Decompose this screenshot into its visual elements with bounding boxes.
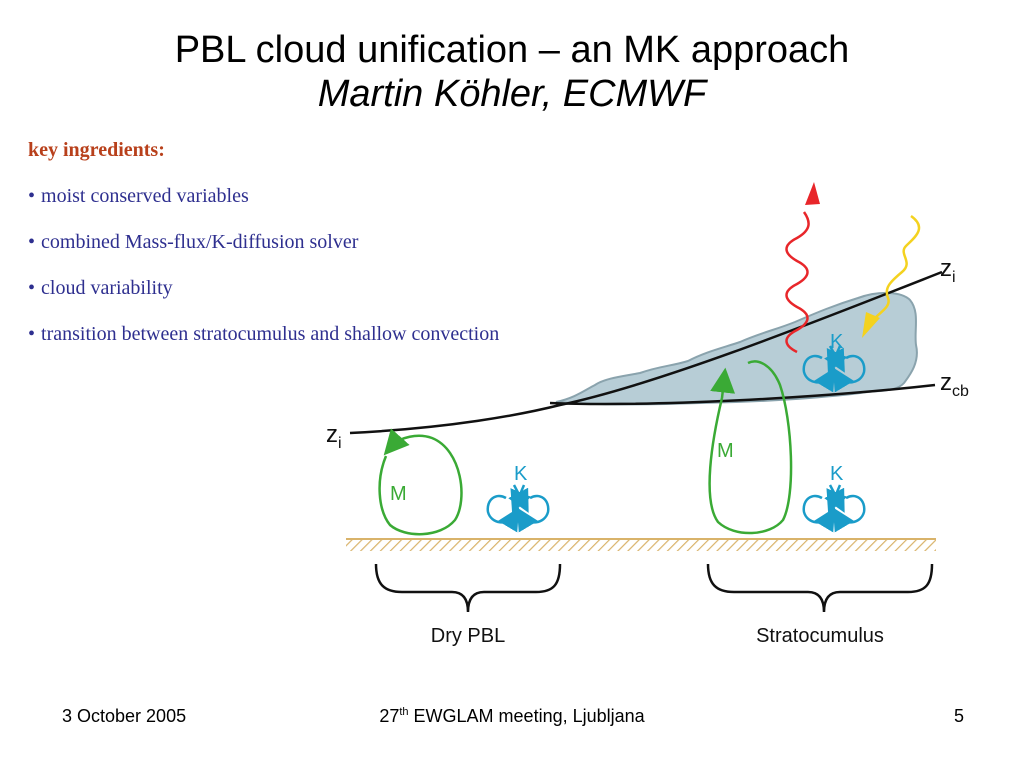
meeting-text: EWGLAM meeting, Ljubljana (408, 706, 645, 726)
k-arrow-right-sc-lower (826, 484, 848, 514)
bullet-item: •moist conserved variables (28, 182, 668, 210)
bullet-item: •transition between stratocumulus and sh… (28, 320, 668, 348)
inversion-line (349, 270, 943, 435)
ground-surface (346, 539, 936, 551)
longwave-arrow-head (805, 182, 820, 205)
zi-left-label: zi (326, 421, 342, 452)
shortwave-arrow-head (862, 312, 880, 338)
stratocumulus-brace (706, 563, 934, 613)
k-eddy-right-sc-lower (832, 494, 866, 533)
k-eddy-left-dry (486, 494, 520, 533)
k-arrow-right-sc-cloud (826, 345, 848, 374)
bullet-text: cloud variability (41, 277, 173, 299)
shortwave-radiation-wave (870, 214, 921, 323)
bullet-item: •combined Mass-flux/K-diffusion solver (28, 228, 668, 256)
meeting-ordinal: 27 (379, 706, 400, 726)
k-arrow-right-dry (510, 484, 532, 514)
meeting-ordinal-suffix: th (399, 706, 409, 718)
k-eddy-left-sc-cloud (802, 354, 836, 393)
stratocumulus-cloud (555, 292, 918, 406)
zi-right-label: zi (940, 255, 956, 286)
cloud-base-line (549, 383, 936, 406)
bullet-text: transition between stratocumulus and sha… (41, 323, 500, 345)
bullet-dot: • (28, 277, 36, 299)
mass-flux-arrow-sc (710, 367, 736, 399)
mass-flux-loop-dry (378, 428, 463, 536)
mass-flux-loop-sc (708, 360, 793, 535)
bullet-text: combined Mass-flux/K-diffusion solver (41, 231, 359, 253)
bullet-dot: • (28, 185, 36, 207)
bullet-dot: • (28, 231, 36, 253)
footer-meeting: 27th EWGLAM meeting, Ljubljana (0, 706, 1024, 727)
dry-pbl-brace (374, 563, 562, 613)
slide-subtitle: Martin Köhler, ECMWF (317, 73, 707, 115)
zcb-label: zcb (940, 369, 969, 400)
bullet-text: moist conserved variables (41, 185, 249, 207)
stratocumulus-label: Stratocumulus (756, 625, 884, 647)
page-number: 5 (953, 706, 964, 726)
dry-pbl-label: Dry PBL (431, 625, 505, 647)
key-ingredients-section: key ingredients: •moist conserved variab… (28, 136, 668, 366)
mass-flux-label-sc: M (717, 440, 734, 462)
bullet-dot: • (28, 323, 36, 345)
k-label-sc-cloud: K (830, 331, 844, 353)
bullet-item: •cloud variability (28, 274, 668, 302)
footer-date: 3 October 2005 (62, 706, 187, 726)
k-eddy-left-sc-lower (802, 494, 836, 533)
k-label-dry: K (514, 463, 528, 485)
k-eddy-right-sc-cloud (832, 354, 866, 393)
mass-flux-label-dry: M (390, 483, 407, 505)
section-heading: key ingredients: (28, 139, 165, 161)
k-eddy-right-dry (516, 494, 550, 533)
longwave-radiation-wave (785, 211, 810, 354)
k-label-sc-lower: K (830, 463, 844, 485)
slide-title: PBL cloud unification – an MK approach (174, 29, 850, 71)
title-block: PBL cloud unification – an MK approach M… (0, 28, 1024, 116)
